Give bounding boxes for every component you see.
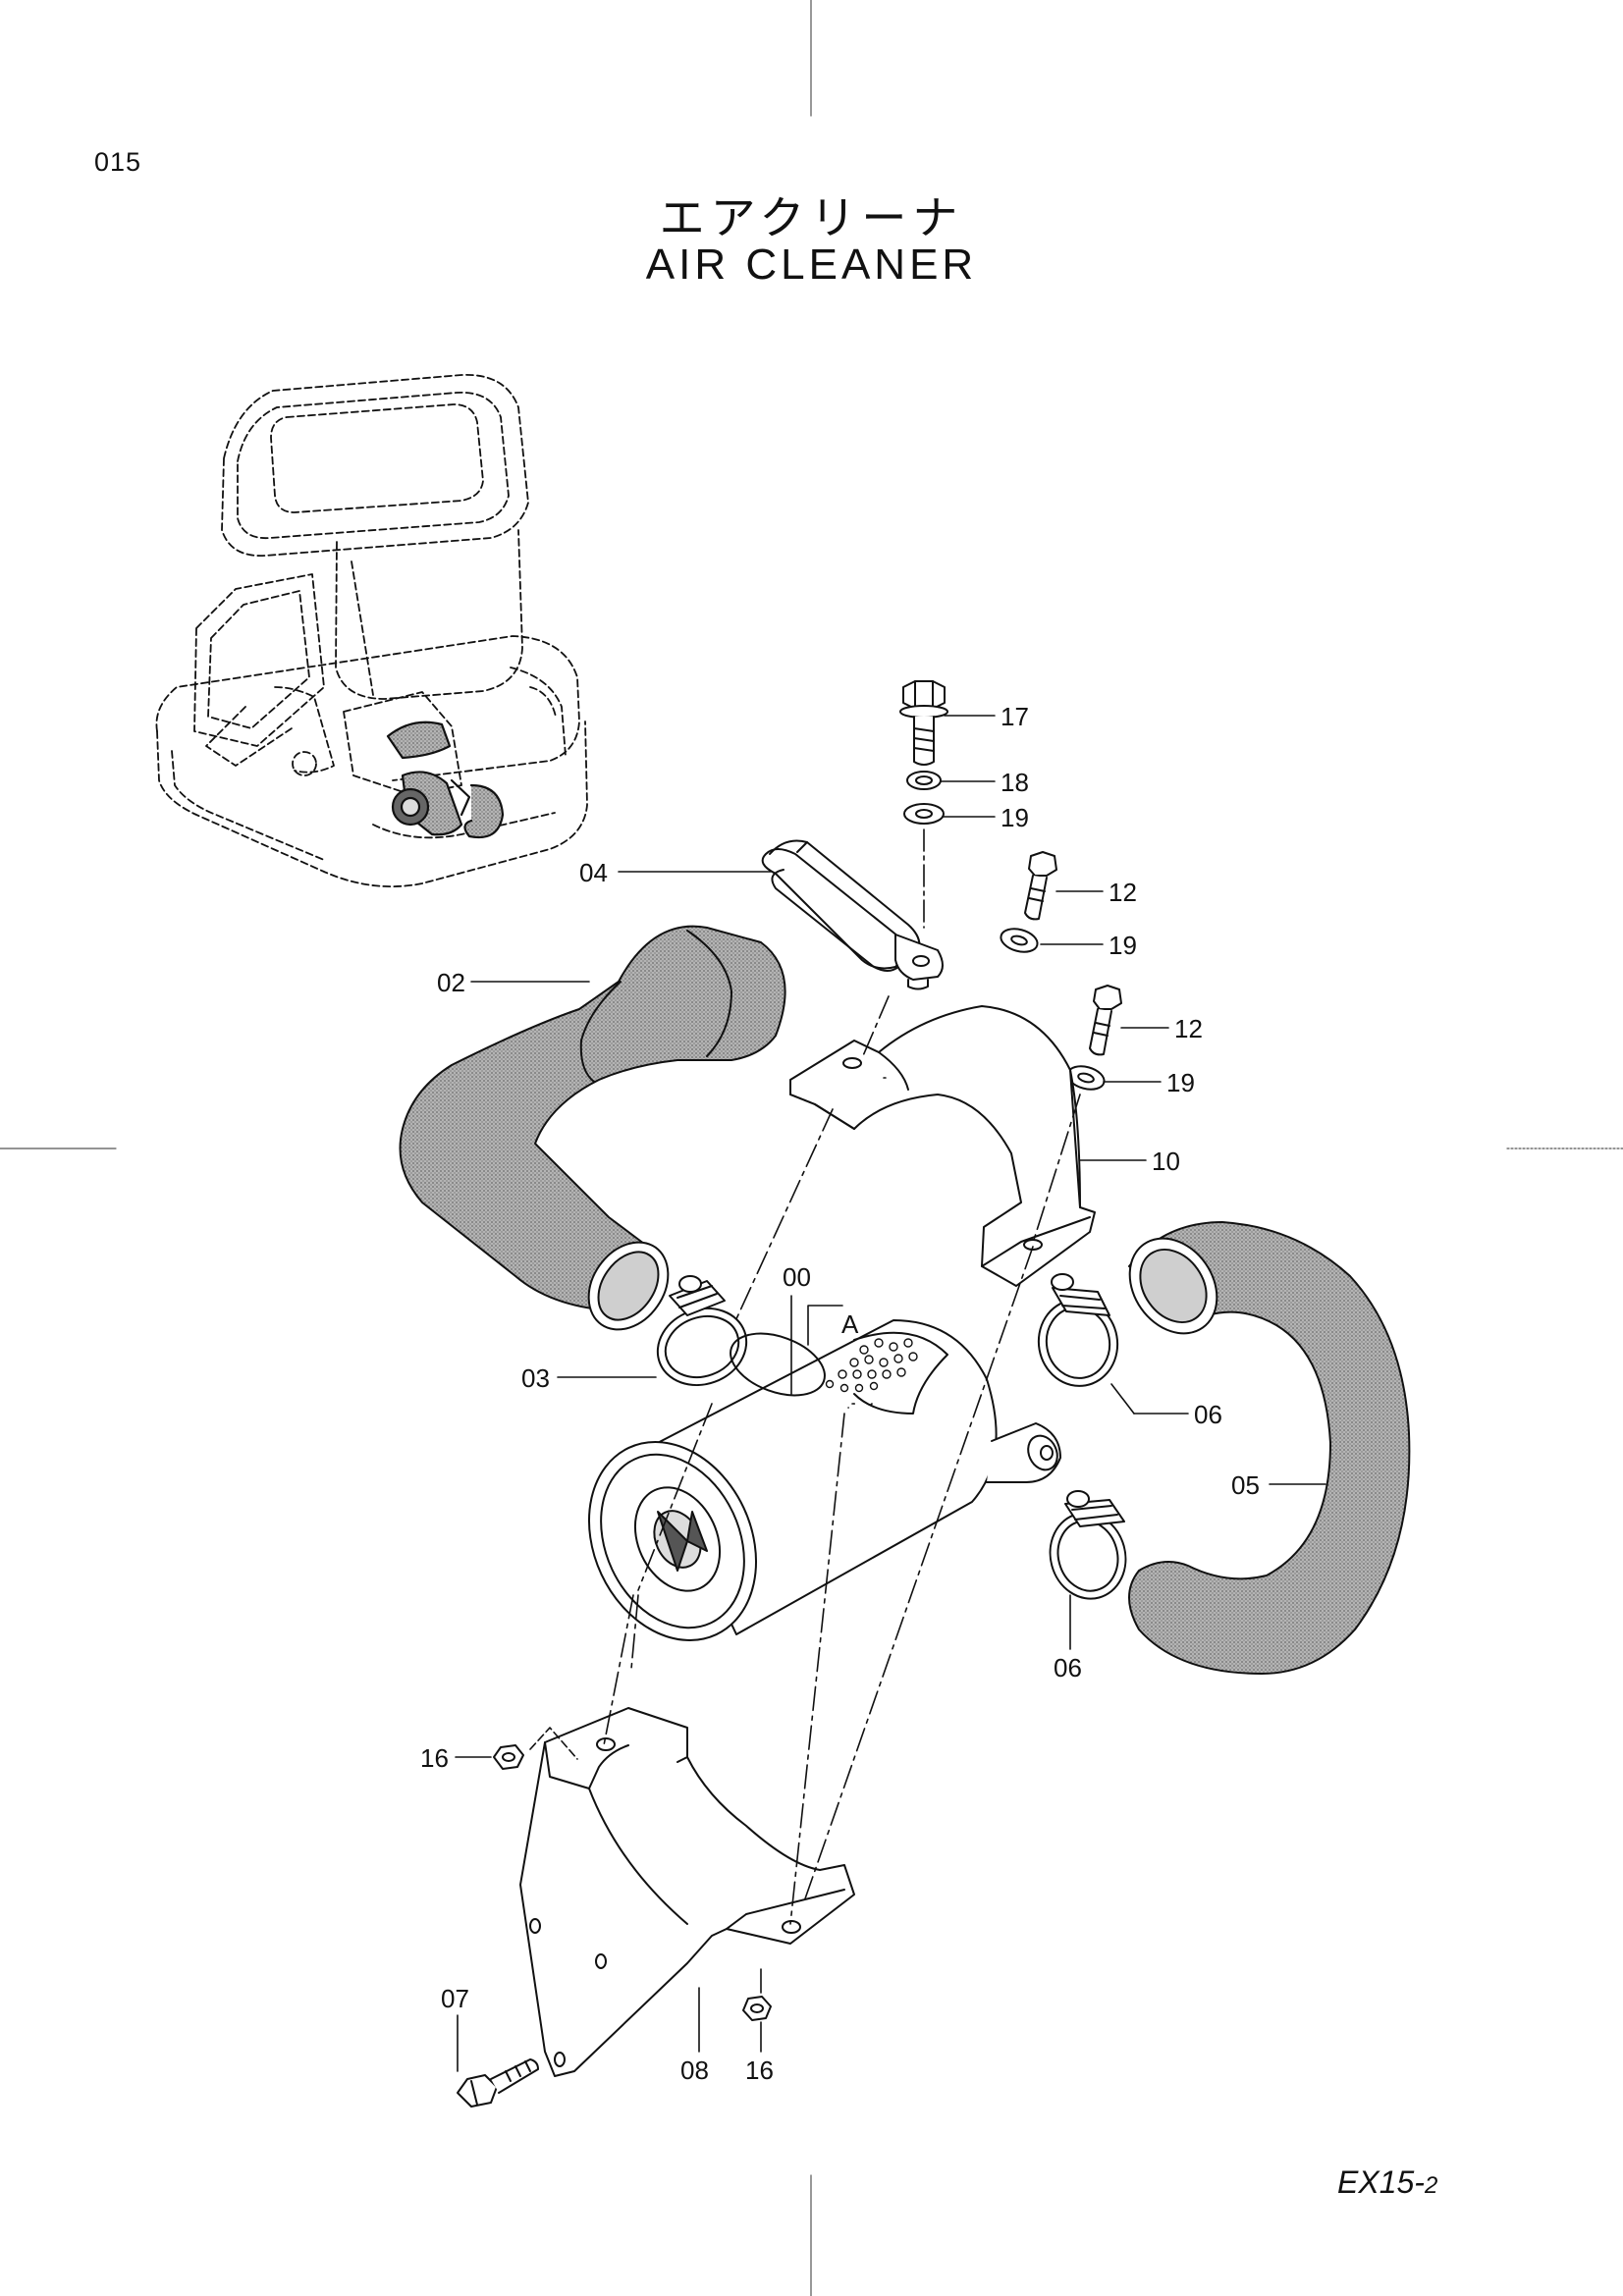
part-02-intake-hose xyxy=(399,925,786,1331)
part-06-hose-clamp-lower xyxy=(1049,1490,1127,1600)
part-08-mounting-bracket xyxy=(519,1707,855,2077)
callout-12-upper: 12 xyxy=(1109,878,1137,907)
assembly-lines xyxy=(603,995,1081,1994)
callout-16-lower: 16 xyxy=(745,2056,774,2085)
part-06-hose-clamp-upper xyxy=(1037,1273,1119,1387)
part-16-nut-lower xyxy=(742,1996,772,2021)
part-04-hose-band xyxy=(761,839,944,990)
callout-07: 07 xyxy=(441,1984,469,2013)
callout-05: 05 xyxy=(1231,1470,1260,1500)
part-16-nut-upper xyxy=(493,1744,524,1770)
model-code-suffix: 2 xyxy=(1424,2172,1438,2199)
part-07-bolt xyxy=(457,2058,539,2108)
model-code-main: EX15- xyxy=(1337,2164,1425,2200)
overview-air-cleaner-highlight xyxy=(386,721,505,839)
callout-18: 18 xyxy=(1001,768,1029,797)
callout-17: 17 xyxy=(1001,702,1029,731)
part-12-bolt-lower xyxy=(1089,985,1122,1056)
callout-12-lower: 12 xyxy=(1174,1014,1203,1043)
part-00-air-cleaner-body xyxy=(587,1295,1061,1641)
part-12-bolt-upper xyxy=(1024,851,1057,921)
part-10-strap-bracket xyxy=(789,1005,1096,1287)
callout-16-upper: 16 xyxy=(420,1743,449,1773)
part-17-flange-bolt xyxy=(899,680,948,766)
callout-00: 00 xyxy=(783,1262,811,1292)
callout-06-lower: 06 xyxy=(1054,1653,1082,1682)
part-03-hose-clamp xyxy=(656,1275,748,1387)
page-title-english: AIR CLEANER xyxy=(645,240,978,289)
callout-03: 03 xyxy=(521,1363,550,1393)
callout-02: 02 xyxy=(437,968,465,997)
callout-10: 10 xyxy=(1152,1147,1180,1176)
part-19-washer-upper xyxy=(1000,928,1039,953)
callout-04: 04 xyxy=(579,858,608,887)
callout-19-lower: 19 xyxy=(1166,1068,1195,1097)
model-code: EX15-2 xyxy=(1337,2164,1437,2201)
callout-labels: 17 18 19 04 12 19 02 12 19 10 00 A 03 06… xyxy=(420,702,1260,2085)
callout-19-upper: 19 xyxy=(1109,931,1137,960)
callout-06-upper: 06 xyxy=(1194,1400,1222,1429)
part-19-washer-top xyxy=(903,803,945,825)
leader-lines xyxy=(455,715,1326,2072)
machine-overview-illustration xyxy=(155,374,588,887)
part-18-spring-washer xyxy=(906,771,942,790)
callout-19-top: 19 xyxy=(1001,803,1029,832)
page-title-japanese: エアクリーナ xyxy=(659,191,964,244)
page-number: 015 xyxy=(94,147,142,177)
callout-A: A xyxy=(841,1309,859,1339)
callout-08: 08 xyxy=(680,2056,709,2085)
part-05-outlet-hose xyxy=(1128,1221,1411,1675)
